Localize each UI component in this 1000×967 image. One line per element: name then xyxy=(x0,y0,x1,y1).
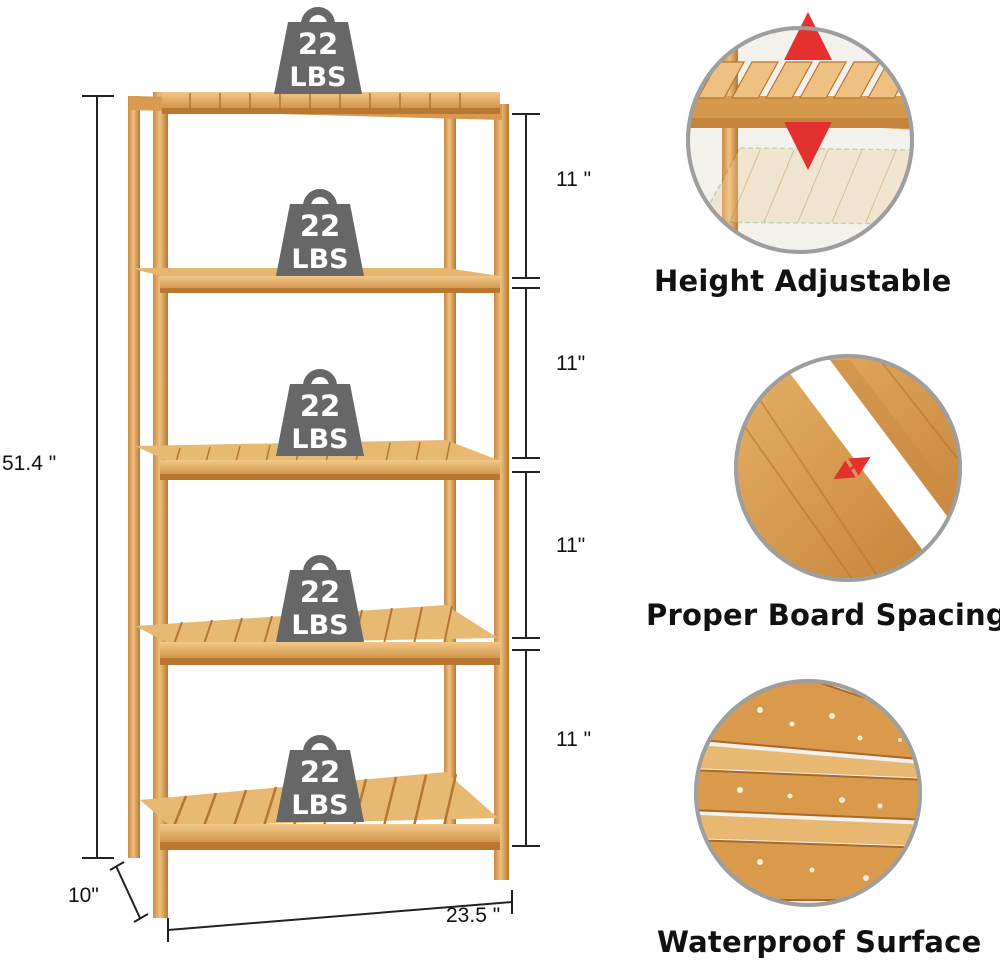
dimension-lines xyxy=(82,95,540,942)
weight-icon xyxy=(276,570,364,642)
weight-icon xyxy=(276,384,364,456)
weight-value: 22 xyxy=(298,27,338,61)
weight-handle-icon xyxy=(303,369,337,387)
feature-caption-board-spacing: Proper Board Spacing xyxy=(646,598,1000,632)
shelf-gap-label-1: 11 " xyxy=(556,168,592,191)
shelf-1 xyxy=(130,92,502,120)
bamboo-shelf-unit xyxy=(128,92,509,918)
shelf-gap-label-4: 11 " xyxy=(556,728,592,751)
shelf-gap-label-2: 11" xyxy=(556,352,586,375)
weight-handle-icon xyxy=(303,189,337,207)
front-left-post xyxy=(153,92,168,918)
weight-icon xyxy=(276,750,364,822)
shelf-gap-label-3: 11" xyxy=(556,534,586,557)
weight-icon xyxy=(276,204,364,276)
feature-caption-waterproof: Waterproof Surface xyxy=(657,925,982,959)
weight-value: 22 xyxy=(300,575,340,609)
weight-unit: LBS xyxy=(291,244,348,275)
weight-value: 22 xyxy=(300,389,340,423)
weight-unit: LBS xyxy=(291,610,348,641)
waterproof-detail xyxy=(694,679,922,907)
weight-value: 22 xyxy=(300,209,340,243)
board-spacing-detail xyxy=(734,354,962,582)
weight-value: 22 xyxy=(300,755,340,789)
weight-handle-icon xyxy=(303,735,337,753)
back-left-post xyxy=(128,96,140,858)
weight-unit: LBS xyxy=(289,62,346,93)
weight-unit: LBS xyxy=(291,424,348,455)
front-right-post xyxy=(494,104,509,880)
weight-handle-icon xyxy=(301,7,335,25)
depth-label: 10" xyxy=(68,884,99,907)
weight-icon xyxy=(274,22,362,94)
feature-caption-height-adjustable: Height Adjustable xyxy=(654,264,952,298)
weight-unit: LBS xyxy=(291,790,348,821)
width-label: 23.5 " xyxy=(446,904,501,927)
total-height-label: 51.4 " xyxy=(2,452,57,475)
weight-handle-icon xyxy=(303,555,337,573)
height-adjust-detail xyxy=(686,12,914,254)
